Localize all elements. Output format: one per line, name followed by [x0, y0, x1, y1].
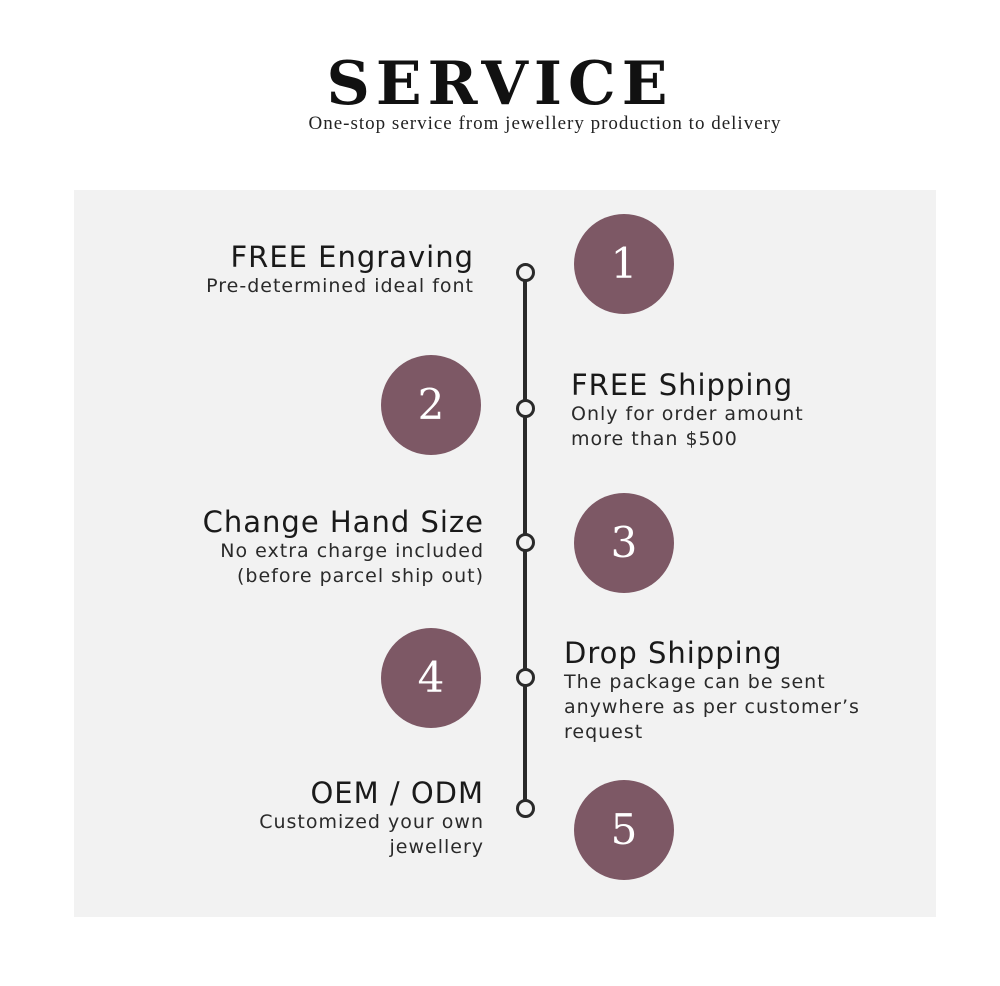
step-description-line: Only for order amount — [571, 403, 804, 425]
step-3: Change Hand Size No extra charge include… — [203, 505, 484, 589]
step-description-line: anywhere as per customer’s — [564, 696, 860, 718]
step-title: Change Hand Size — [202, 505, 484, 539]
step-description-line: Customized your own — [259, 811, 484, 833]
step-description-line: The package can be sent — [564, 671, 826, 693]
step-4: Drop Shipping The package can be sent an… — [564, 636, 860, 745]
step-title: FREE Shipping — [571, 368, 794, 402]
step-title: OEM / ODM — [310, 776, 484, 810]
step-description-line: request — [564, 721, 644, 743]
step-description-line: Pre-determined ideal font — [206, 275, 474, 297]
step-description-line: (before parcel ship out) — [237, 565, 484, 587]
service-panel — [74, 190, 936, 917]
step-2: FREE Shipping Only for order amount more… — [571, 368, 804, 452]
page-subtitle: One-stop service from jewellery producti… — [308, 113, 782, 134]
step-number-badge-3: 3 — [574, 493, 674, 593]
step-number-badge-1: 1 — [574, 214, 674, 314]
step-description-line: No extra charge included — [220, 540, 484, 562]
step-number-badge-5: 5 — [574, 780, 674, 880]
step-number-badge-2: 2 — [381, 355, 481, 455]
timeline-node-4 — [516, 668, 535, 687]
step-number-badge-4: 4 — [381, 628, 481, 728]
step-description-line: jewellery — [389, 836, 484, 858]
step-5: OEM / ODM Customized your own jewellery — [259, 776, 484, 860]
timeline-node-3 — [516, 533, 535, 552]
timeline-node-5 — [516, 799, 535, 818]
step-1: FREE Engraving Pre-determined ideal font — [206, 240, 474, 299]
step-title: Drop Shipping — [564, 636, 783, 670]
step-description-line: more than $500 — [571, 428, 738, 450]
step-title: FREE Engraving — [230, 240, 474, 274]
page-title: SERVICE — [326, 49, 674, 119]
timeline-node-1 — [516, 263, 535, 282]
timeline-node-2 — [516, 399, 535, 418]
